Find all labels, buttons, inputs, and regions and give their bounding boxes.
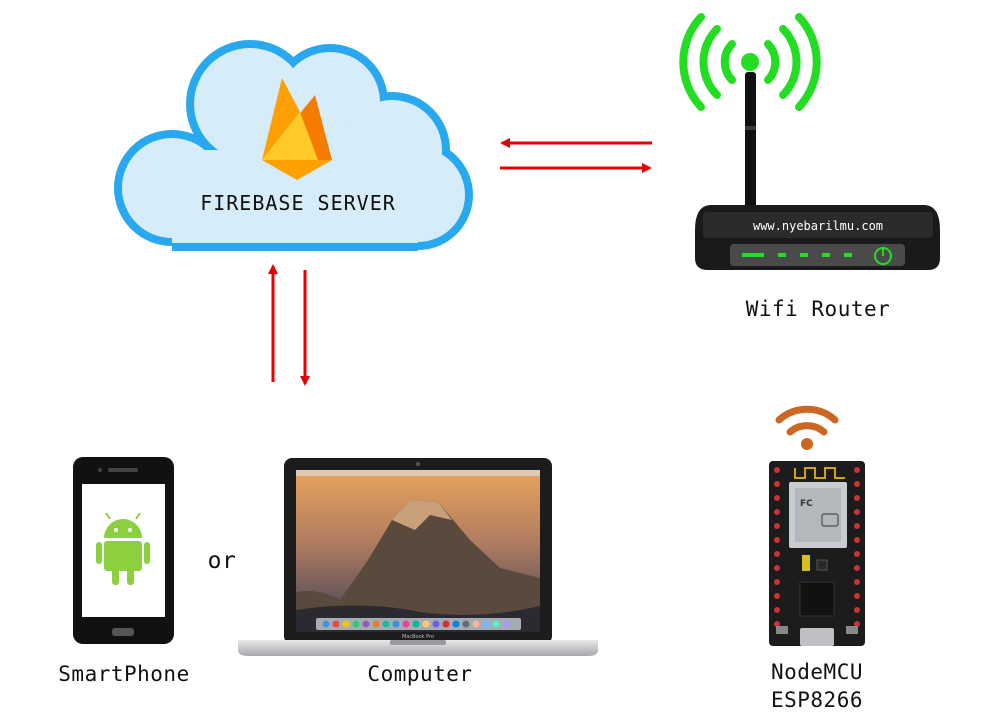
android-icon bbox=[96, 512, 150, 585]
router-antenna bbox=[745, 72, 756, 210]
arrows bbox=[268, 138, 652, 386]
firebase-flame-icon bbox=[262, 78, 332, 180]
firebase-cloud bbox=[114, 40, 473, 251]
esp8266-label: ESP8266 bbox=[770, 688, 863, 712]
smartphone-label: SmartPhone bbox=[58, 662, 190, 686]
wifi-signal-green-icon bbox=[679, 13, 821, 111]
wifi-signal-orange-icon bbox=[775, 405, 839, 450]
router-url-text: www.nyebarilmu.com bbox=[753, 219, 883, 233]
router-label: Wifi Router bbox=[745, 297, 891, 321]
cloud-label: FIREBASE SERVER bbox=[200, 191, 396, 215]
smartphone bbox=[73, 457, 174, 644]
svg-text:FC: FC bbox=[800, 499, 813, 509]
computer-label: Computer bbox=[367, 662, 473, 686]
or-label: or bbox=[207, 548, 237, 574]
nodemcu-label: NodeMCU bbox=[770, 660, 863, 684]
laptop: MacBook Pro bbox=[238, 458, 598, 656]
wifi-router: www.nyebarilmu.com bbox=[679, 13, 940, 270]
laptop-brand-text: MacBook Pro bbox=[402, 634, 434, 640]
nodemcu-board: FC bbox=[769, 405, 865, 646]
power-icon bbox=[874, 247, 892, 265]
